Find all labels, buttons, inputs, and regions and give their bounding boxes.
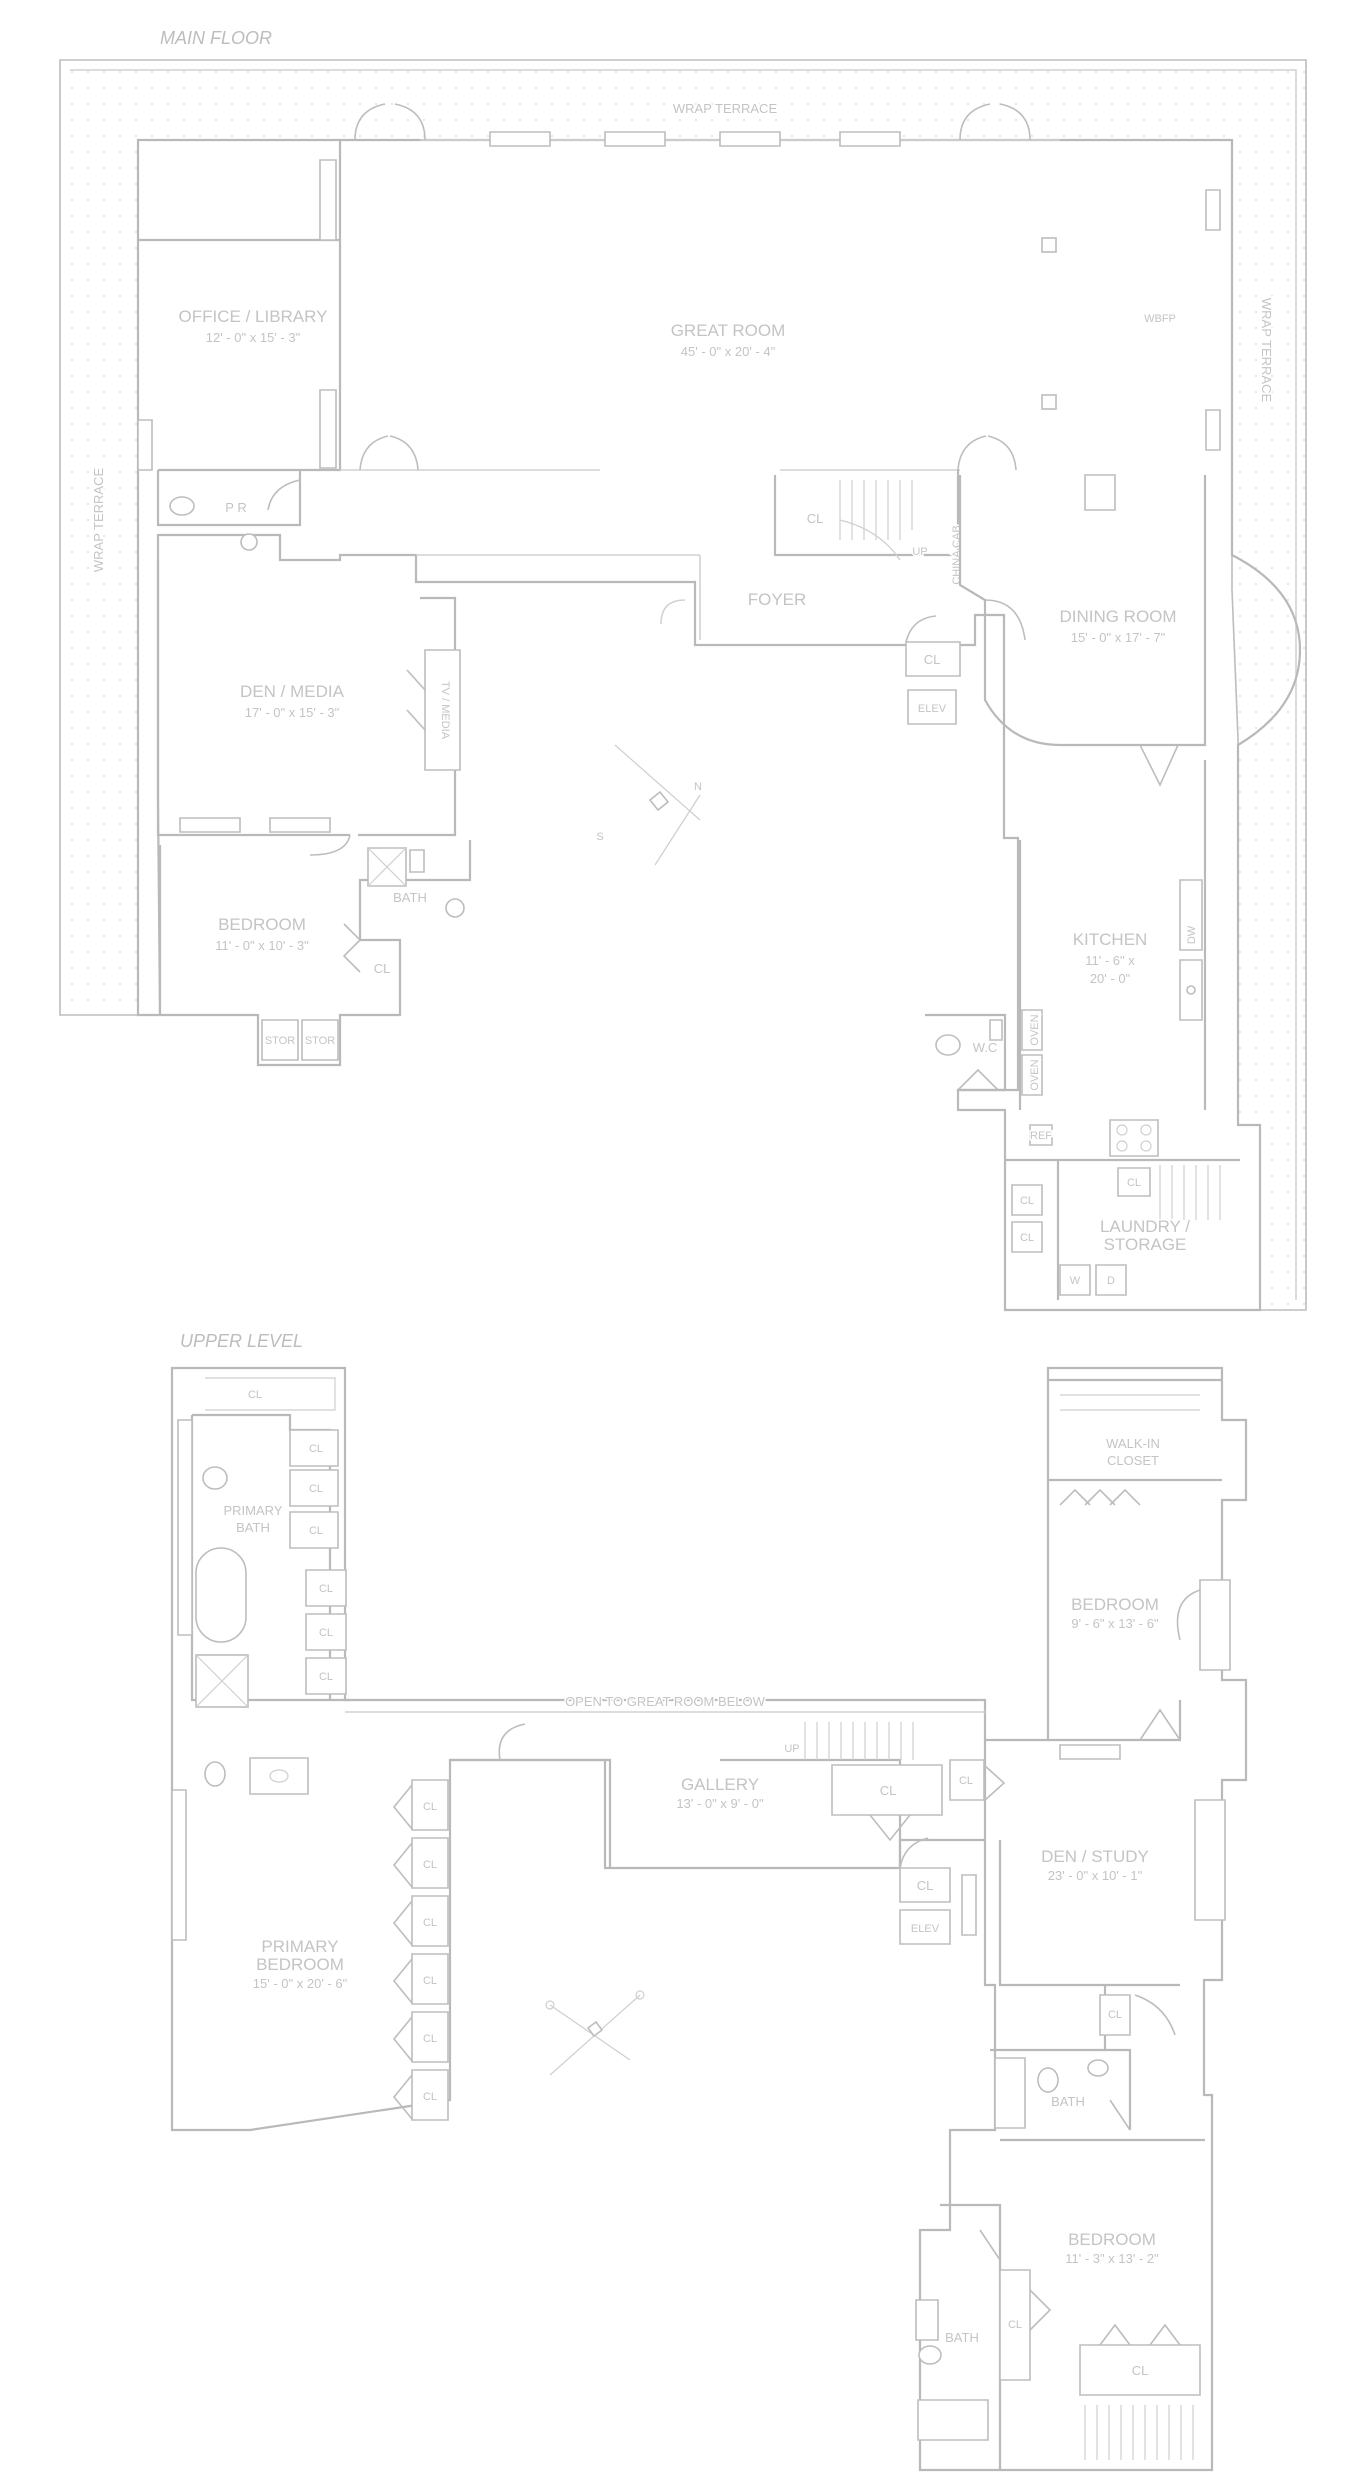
office-library-label: OFFICE / LIBRARY — [179, 307, 328, 326]
main-elev-closet-label: CL — [924, 652, 941, 667]
bath1-label: BATH — [1051, 2094, 1085, 2109]
main-elev-label: ELEV — [918, 703, 947, 715]
great-room-label: GREAT ROOM — [671, 321, 786, 340]
den-study-dim: 23' - 0" x 10' - 1" — [1048, 1868, 1143, 1883]
den-study-closet-label: CL — [959, 1775, 973, 1787]
bedroom-b-closet-label: CL — [1132, 2363, 1149, 2378]
main-floor: MAIN FLOOR OFFICE / LIBRARY 12' - 0" x 1… — [59, 28, 1307, 1312]
pbath-cl4: CL — [319, 1583, 333, 1595]
pbath-cl1: CL — [309, 1443, 323, 1455]
powder-room-label: P R — [225, 500, 246, 515]
primary-bedroom-dim: 15' - 0" x 20' - 6" — [253, 1976, 348, 1991]
upper-stair-up-label: UP — [784, 1743, 799, 1755]
bath2-label: BATH — [945, 2330, 979, 2345]
pbed-cl3: CL — [423, 1917, 437, 1929]
main-bedroom-label: BEDROOM — [218, 915, 306, 934]
kitchen-label: KITCHEN — [1073, 930, 1148, 949]
bedroom-closet-label: CL — [374, 961, 391, 976]
pbath-cl3: CL — [309, 1525, 323, 1537]
terrace-top-label: WRAP TERRACE — [673, 101, 778, 116]
upper-level: UPPER LEVEL CL CL CL CL CL CL CL PRIMARY… — [170, 1331, 1248, 2472]
gallery-label: GALLERY — [681, 1775, 759, 1794]
pbath-cl6: CL — [319, 1671, 333, 1683]
primary-bath-label-1: PRIMARY — [224, 1503, 283, 1518]
great-room-dim: 45' - 0" x 20' - 4" — [681, 344, 776, 359]
stair-up-label: UP — [912, 546, 927, 558]
pbath-closet-top-label: CL — [248, 1389, 262, 1401]
bedroom-a-label: BEDROOM — [1071, 1595, 1159, 1614]
primary-bedroom-label-1: PRIMARY — [261, 1937, 338, 1956]
compass-upper — [545, 1990, 645, 2076]
laundry-label-2: STORAGE — [1104, 1235, 1187, 1254]
walkin-label-2: CLOSET — [1107, 1453, 1159, 1468]
upper-level-title: UPPER LEVEL — [180, 1331, 303, 1351]
pbed-cl5: CL — [423, 2033, 437, 2045]
dining-room-label: DINING ROOM — [1059, 607, 1176, 626]
primary-bath-label-2: BATH — [236, 1520, 270, 1535]
den-study-label: DEN / STUDY — [1041, 1847, 1149, 1866]
pbed-cl6: CL — [423, 2091, 437, 2103]
terrace-left-label: WRAP TERRACE — [91, 468, 106, 573]
kitchen-dim2: 20' - 0" — [1090, 971, 1131, 986]
pbath-cl2: CL — [309, 1483, 323, 1495]
open-to-great-room-label: OPEN TO GREAT ROOM BELOW — [565, 1694, 766, 1709]
pbath-cl5: CL — [319, 1627, 333, 1639]
stor1-label: STOR — [265, 1035, 295, 1047]
washer-label: W — [1070, 1275, 1081, 1287]
laundry-closet1-label: CL — [1020, 1195, 1034, 1207]
kitchen-dim1: 11' - 6" x — [1085, 953, 1135, 968]
bath1-closet-label: CL — [1108, 2009, 1122, 2021]
kitchen-ref-label: REF — [1030, 1130, 1052, 1142]
den-media-dim: 17' - 0" x 15' - 3" — [245, 705, 340, 720]
stor2-label: STOR — [305, 1035, 335, 1047]
tv-media-label: TV / MEDIA — [439, 681, 451, 740]
office-library-dim: 12' - 0" x 15' - 3" — [206, 330, 301, 345]
china-cab-label: CHINA CAB — [951, 525, 963, 584]
pbed-cl4: CL — [423, 1975, 437, 1987]
main-bath-label: BATH — [393, 890, 427, 905]
walkin-label-1: WALK-IN — [1106, 1436, 1160, 1451]
kitchen-oven2-label: OVEN — [1029, 1059, 1041, 1090]
wbfp-label: WBFP — [1144, 313, 1176, 325]
primary-bedroom-label-2: BEDROOM — [256, 1955, 344, 1974]
bedroom-a-dim: 9' - 6" x 13' - 6" — [1071, 1616, 1159, 1631]
den-media-label: DEN / MEDIA — [240, 682, 345, 701]
main-floor-title: MAIN FLOOR — [160, 28, 272, 48]
upper-level-walls — [170, 1366, 1248, 2472]
main-bedroom-dim: 11' - 0" x 10' - 3" — [215, 938, 309, 953]
foyer-label: FOYER — [748, 590, 807, 609]
pbed-cl2: CL — [423, 1859, 437, 1871]
upper-elev-label: ELEV — [911, 1923, 940, 1935]
laundry-label-1: LAUNDRY / — [1100, 1217, 1190, 1236]
compass-main-n: N — [694, 781, 702, 793]
laundry-closet2-label: CL — [1020, 1232, 1034, 1244]
bedroom-b-closet2-label: CL — [1008, 2319, 1022, 2331]
dining-room-dim: 15' - 0" x 17' - 7" — [1071, 630, 1166, 645]
stair-closet-label: CL — [807, 511, 824, 526]
gallery-dim: 13' - 0" x 9' - 0" — [676, 1796, 764, 1811]
bedroom-b-dim: 11' - 3" x 13' - 2" — [1065, 2251, 1159, 2266]
compass-main-s: S — [596, 831, 603, 843]
terrace-right-label: WRAP TERRACE — [1259, 298, 1274, 403]
wc-label: W.C — [973, 1040, 998, 1055]
upper-elev-closet-label: CL — [917, 1878, 934, 1893]
compass-main: N S — [595, 744, 704, 866]
kitchen-dw-label: DW — [1186, 925, 1198, 944]
dryer-label: D — [1107, 1275, 1115, 1287]
main-floor-walls — [136, 138, 1302, 1312]
laundry-closet3-label: CL — [1127, 1177, 1141, 1189]
kitchen-oven1-label: OVEN — [1029, 1014, 1041, 1045]
pbed-cl1: CL — [423, 1801, 437, 1813]
gallery-closet-label: CL — [880, 1783, 897, 1798]
bedroom-b-label: BEDROOM — [1068, 2230, 1156, 2249]
